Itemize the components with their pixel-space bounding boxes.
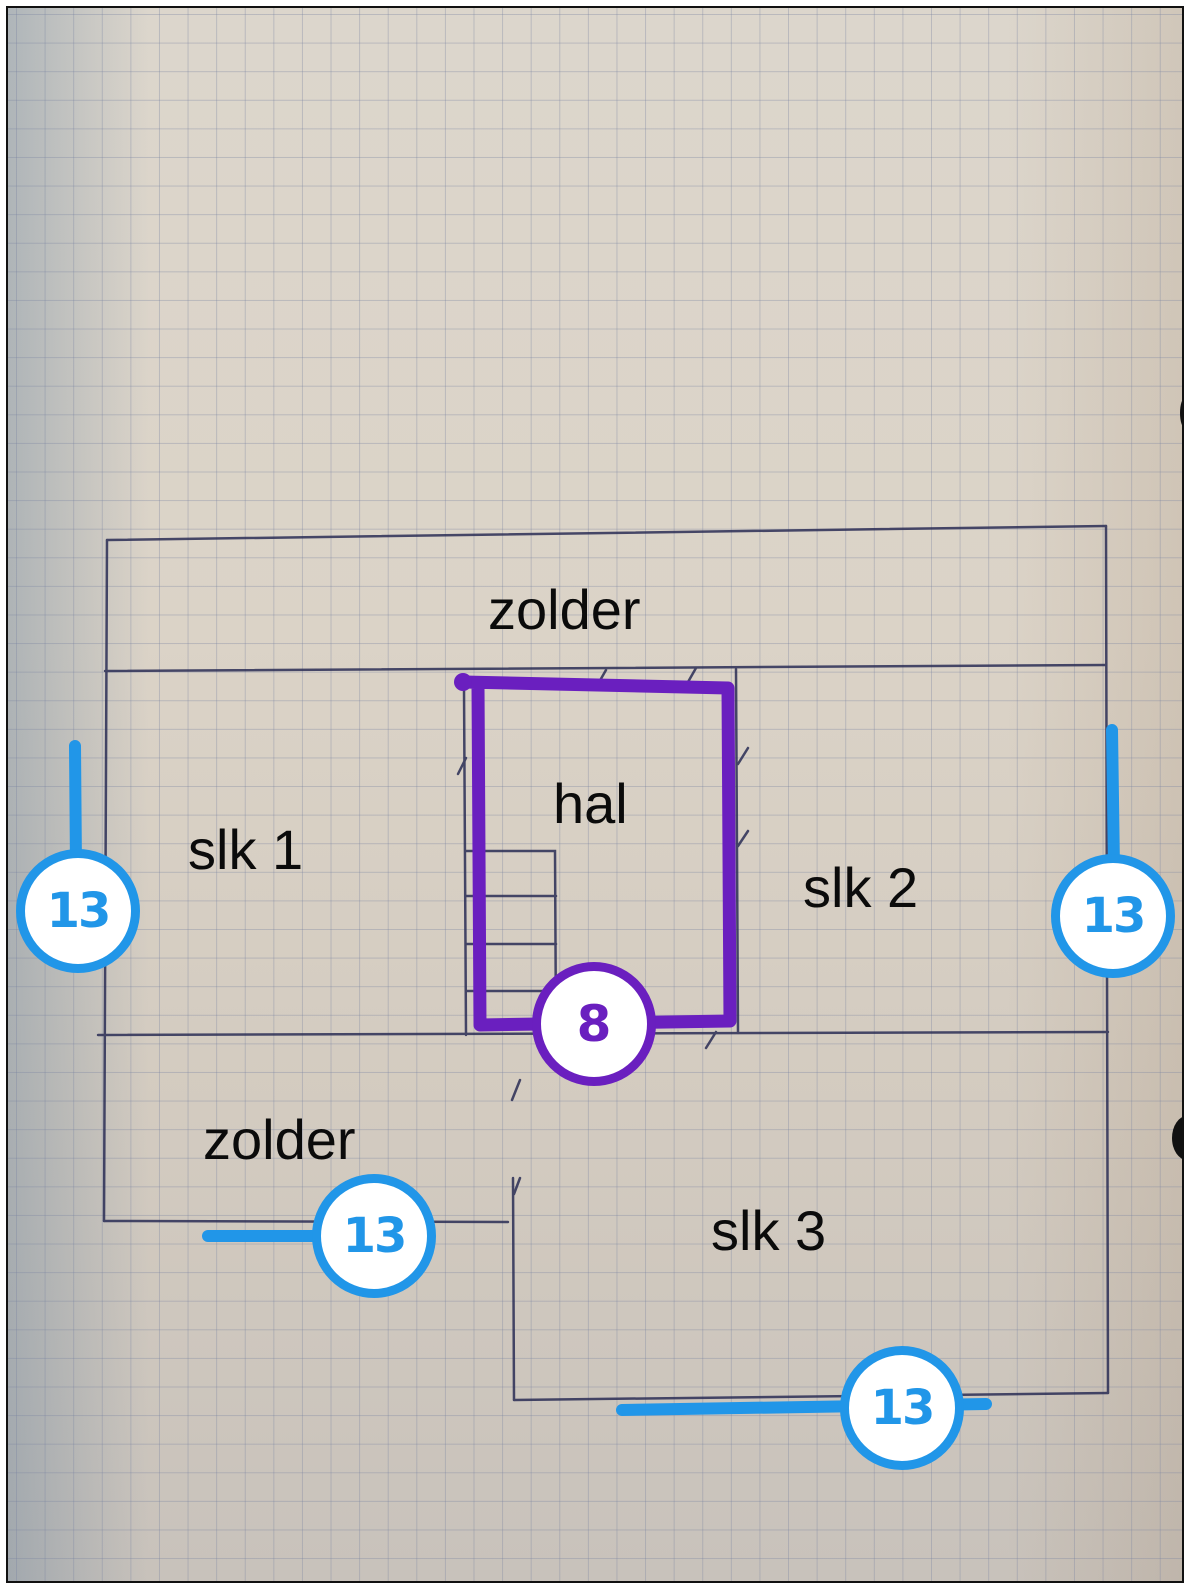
wall-attic-top xyxy=(105,524,1108,542)
measurement-badge-right[interactable]: 13 xyxy=(1051,854,1175,978)
room-label-slk3: slk 3 xyxy=(711,1199,827,1262)
graph-paper-photo: zolder hal slk 1 slk 2 zolder slk 3 13 1… xyxy=(6,6,1184,1583)
room-label-zolder-bottom: zolder xyxy=(203,1108,356,1171)
wall-hal-left xyxy=(462,686,468,1037)
hal-outline xyxy=(457,675,737,1032)
room-label-slk1: slk 1 xyxy=(188,818,304,881)
measurement-badge-left[interactable]: 13 xyxy=(16,849,140,973)
room-label-slk2: slk 2 xyxy=(803,856,919,919)
floor-plan-drawing xyxy=(69,524,1120,1416)
hal-outline-start-dot xyxy=(454,673,472,691)
measure-line-right xyxy=(1106,724,1120,874)
hal-badge[interactable]: 8 xyxy=(532,962,656,1086)
door-mark xyxy=(456,666,750,1196)
measure-line-left xyxy=(69,740,82,874)
stairs xyxy=(464,849,558,1037)
binder-hole xyxy=(1180,398,1182,428)
wall-attic-floor xyxy=(103,663,1108,673)
wall-slk3-bottom xyxy=(512,1391,1110,1402)
wall-slk3-left xyxy=(511,1176,516,1402)
room-label-zolder-top: zolder xyxy=(488,578,641,641)
binder-hole xyxy=(1172,1116,1182,1160)
measurement-badge-bottom-left[interactable]: 13 xyxy=(312,1174,436,1298)
wall-bottom-left xyxy=(102,1219,510,1224)
graph-paper-grid xyxy=(8,8,1182,1581)
wall-hal-right xyxy=(734,667,740,1035)
room-label-hal: hal xyxy=(553,772,628,835)
measurement-badge-bottom[interactable]: 13 xyxy=(840,1346,964,1470)
